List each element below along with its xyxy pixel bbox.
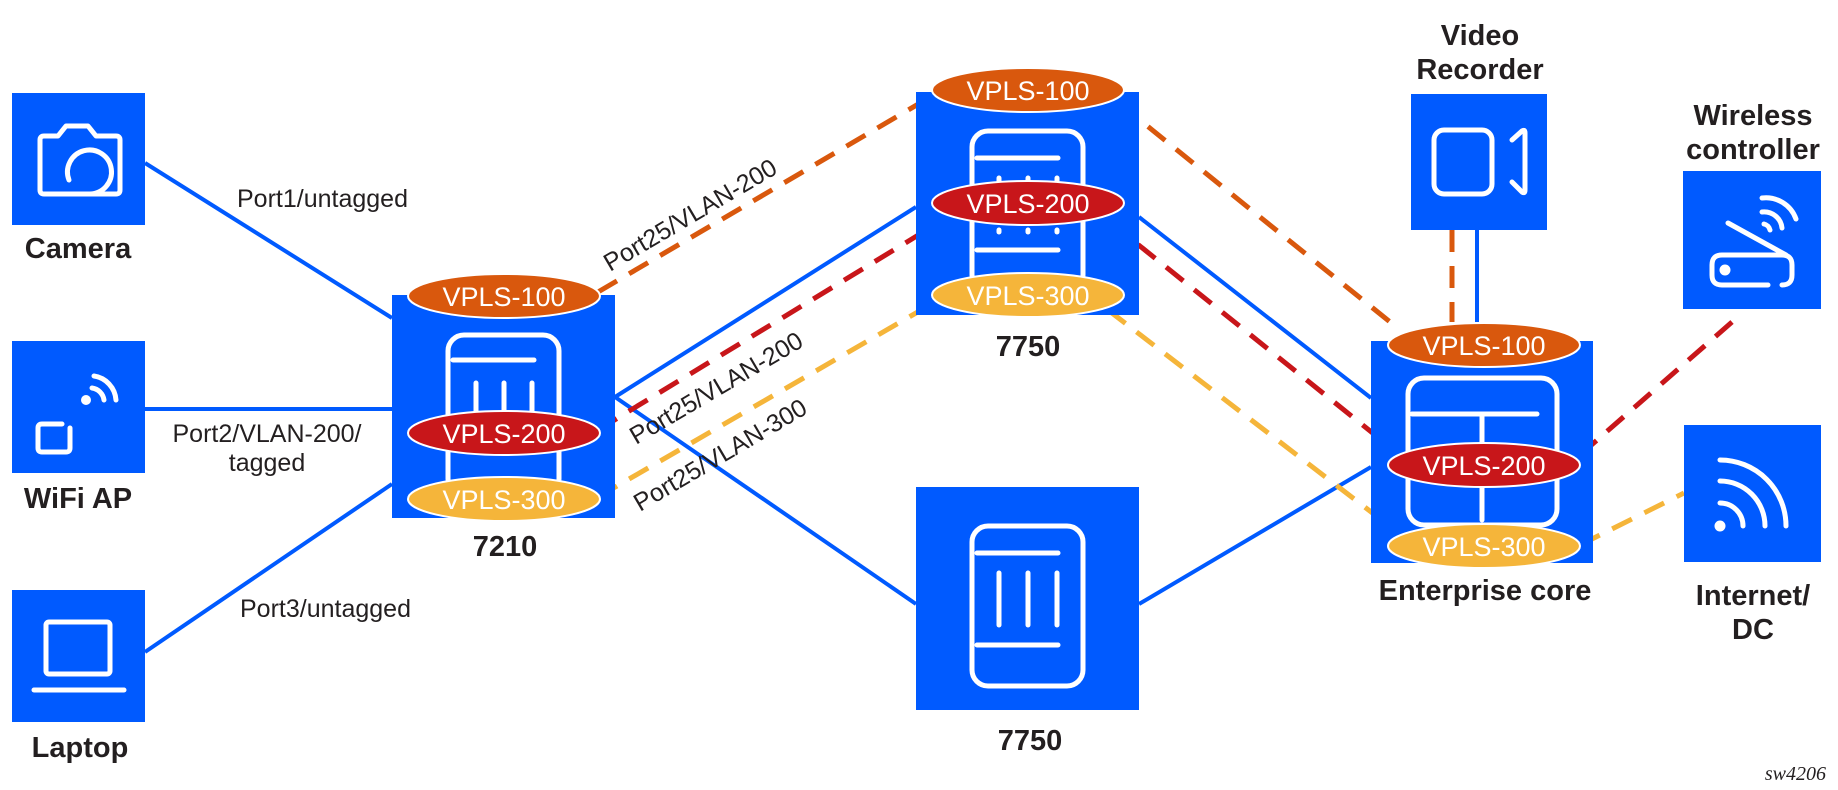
camera-label: Camera [25,233,132,265]
vpls-100-label: VPLS-100 [1422,331,1545,361]
vpls300-link-7210-7750 [596,299,937,500]
vpls-200-badge-7210[interactable]: VPLS-200 [407,410,601,456]
switch-7210-label: 7210 [473,531,538,563]
link-7210-7750-top [613,205,918,399]
internet-dc-label-line2: DC [1732,614,1774,646]
link-7750-bottom-core [1137,465,1373,606]
node-7750-top[interactable]: VPLS-100 VPLS-200 VPLS-300 7750 [916,67,1139,363]
node-internet-dc[interactable]: Internet/ DC [1684,425,1821,646]
vpls100-link-7210-7750 [596,93,934,295]
port3-label: Port3/untagged [240,595,411,623]
node-enterprise-core[interactable]: VPLS-100 VPLS-200 VPLS-300 Enterprise co… [1371,322,1593,607]
video-recorder-label-line2: Recorder [1416,54,1543,86]
node-laptop[interactable]: Laptop [12,590,145,764]
camera-box [12,93,145,225]
signal-icon [1714,457,1789,532]
vpls-300-badge-7750-top[interactable]: VPLS-300 [931,272,1125,318]
vpls-300-badge-core[interactable]: VPLS-300 [1387,523,1581,569]
vpls-200-label: VPLS-200 [442,419,565,449]
vpls-100-label: VPLS-100 [442,282,565,312]
vpls-200-badge-7750-top[interactable]: VPLS-200 [931,180,1125,226]
wifi-ap-box [12,341,145,473]
laptop-box [12,590,145,722]
router-icon [969,523,1086,689]
router-7750-top-label: 7750 [996,331,1061,363]
vpls-100-badge-7750-top[interactable]: VPLS-100 [931,67,1125,113]
vpls300-link-core-internet [1578,490,1686,548]
vpls100-link-7750-core [1118,102,1402,332]
vpls-200-badge-core[interactable]: VPLS-200 [1387,442,1581,488]
vpls-100-badge-7210[interactable]: VPLS-100 [407,273,601,319]
node-wireless-controller[interactable]: Wireless controller [1683,100,1821,309]
vpls-200-label: VPLS-200 [966,189,1089,219]
port2-label-line1: Port2/VLAN-200/ [173,420,362,448]
vpls-100-badge-core[interactable]: VPLS-100 [1387,322,1581,368]
link-7750-top-core [1137,215,1373,400]
vpls200-link-7210-7750 [596,214,950,433]
figure-id: sw4206 [1765,763,1826,785]
vpls300-link-7750-core [1106,308,1407,540]
camera-icon [37,123,123,197]
link-7210-7750-bottom [613,395,918,606]
video-recorder-label-line1: Video [1441,20,1519,52]
port25-vlan200-upper-label: Port25/VLAN-200 [599,154,782,278]
laptop-icon [31,619,127,693]
enterprise-core-label: Enterprise core [1379,575,1592,607]
video-camera-icon [1431,127,1528,197]
wifi-ap-icon [35,373,119,455]
port1-label: Port1/untagged [237,185,408,213]
vpls-100-label: VPLS-100 [966,76,1089,106]
link-camera-7210 [143,161,394,320]
wireless-controller-label-line2: controller [1686,134,1820,166]
router-7750-bottom-label: 7750 [998,725,1063,757]
port2-label-line2: tagged [229,449,305,477]
vpls-links [596,93,1742,548]
vpls-300-label: VPLS-300 [966,281,1089,311]
physical-links [143,161,1479,654]
wireless-controller-label-line1: Wireless [1693,100,1812,132]
node-video-recorder[interactable]: Video Recorder [1411,20,1547,230]
node-wifi-ap[interactable]: WiFi AP [12,341,145,515]
internet-dc-label-line1: Internet/ [1696,580,1810,612]
vpls-200-label: VPLS-200 [1422,451,1545,481]
wireless-controller-box [1683,171,1821,309]
vpls-300-label: VPLS-300 [1422,532,1545,562]
node-camera[interactable]: Camera [12,93,145,265]
wireless-router-icon [1709,195,1799,288]
vpls200-link-7750-core [1108,220,1402,457]
link-laptop-7210 [143,482,394,654]
vpls-300-badge-7210[interactable]: VPLS-300 [407,476,601,522]
node-7750-bottom[interactable]: 7750 [916,487,1139,757]
vpls-300-label: VPLS-300 [442,485,565,515]
laptop-label: Laptop [32,732,129,764]
wifi-ap-label: WiFi AP [24,483,132,515]
node-7210[interactable]: VPLS-100 VPLS-200 VPLS-300 7210 [392,273,615,563]
